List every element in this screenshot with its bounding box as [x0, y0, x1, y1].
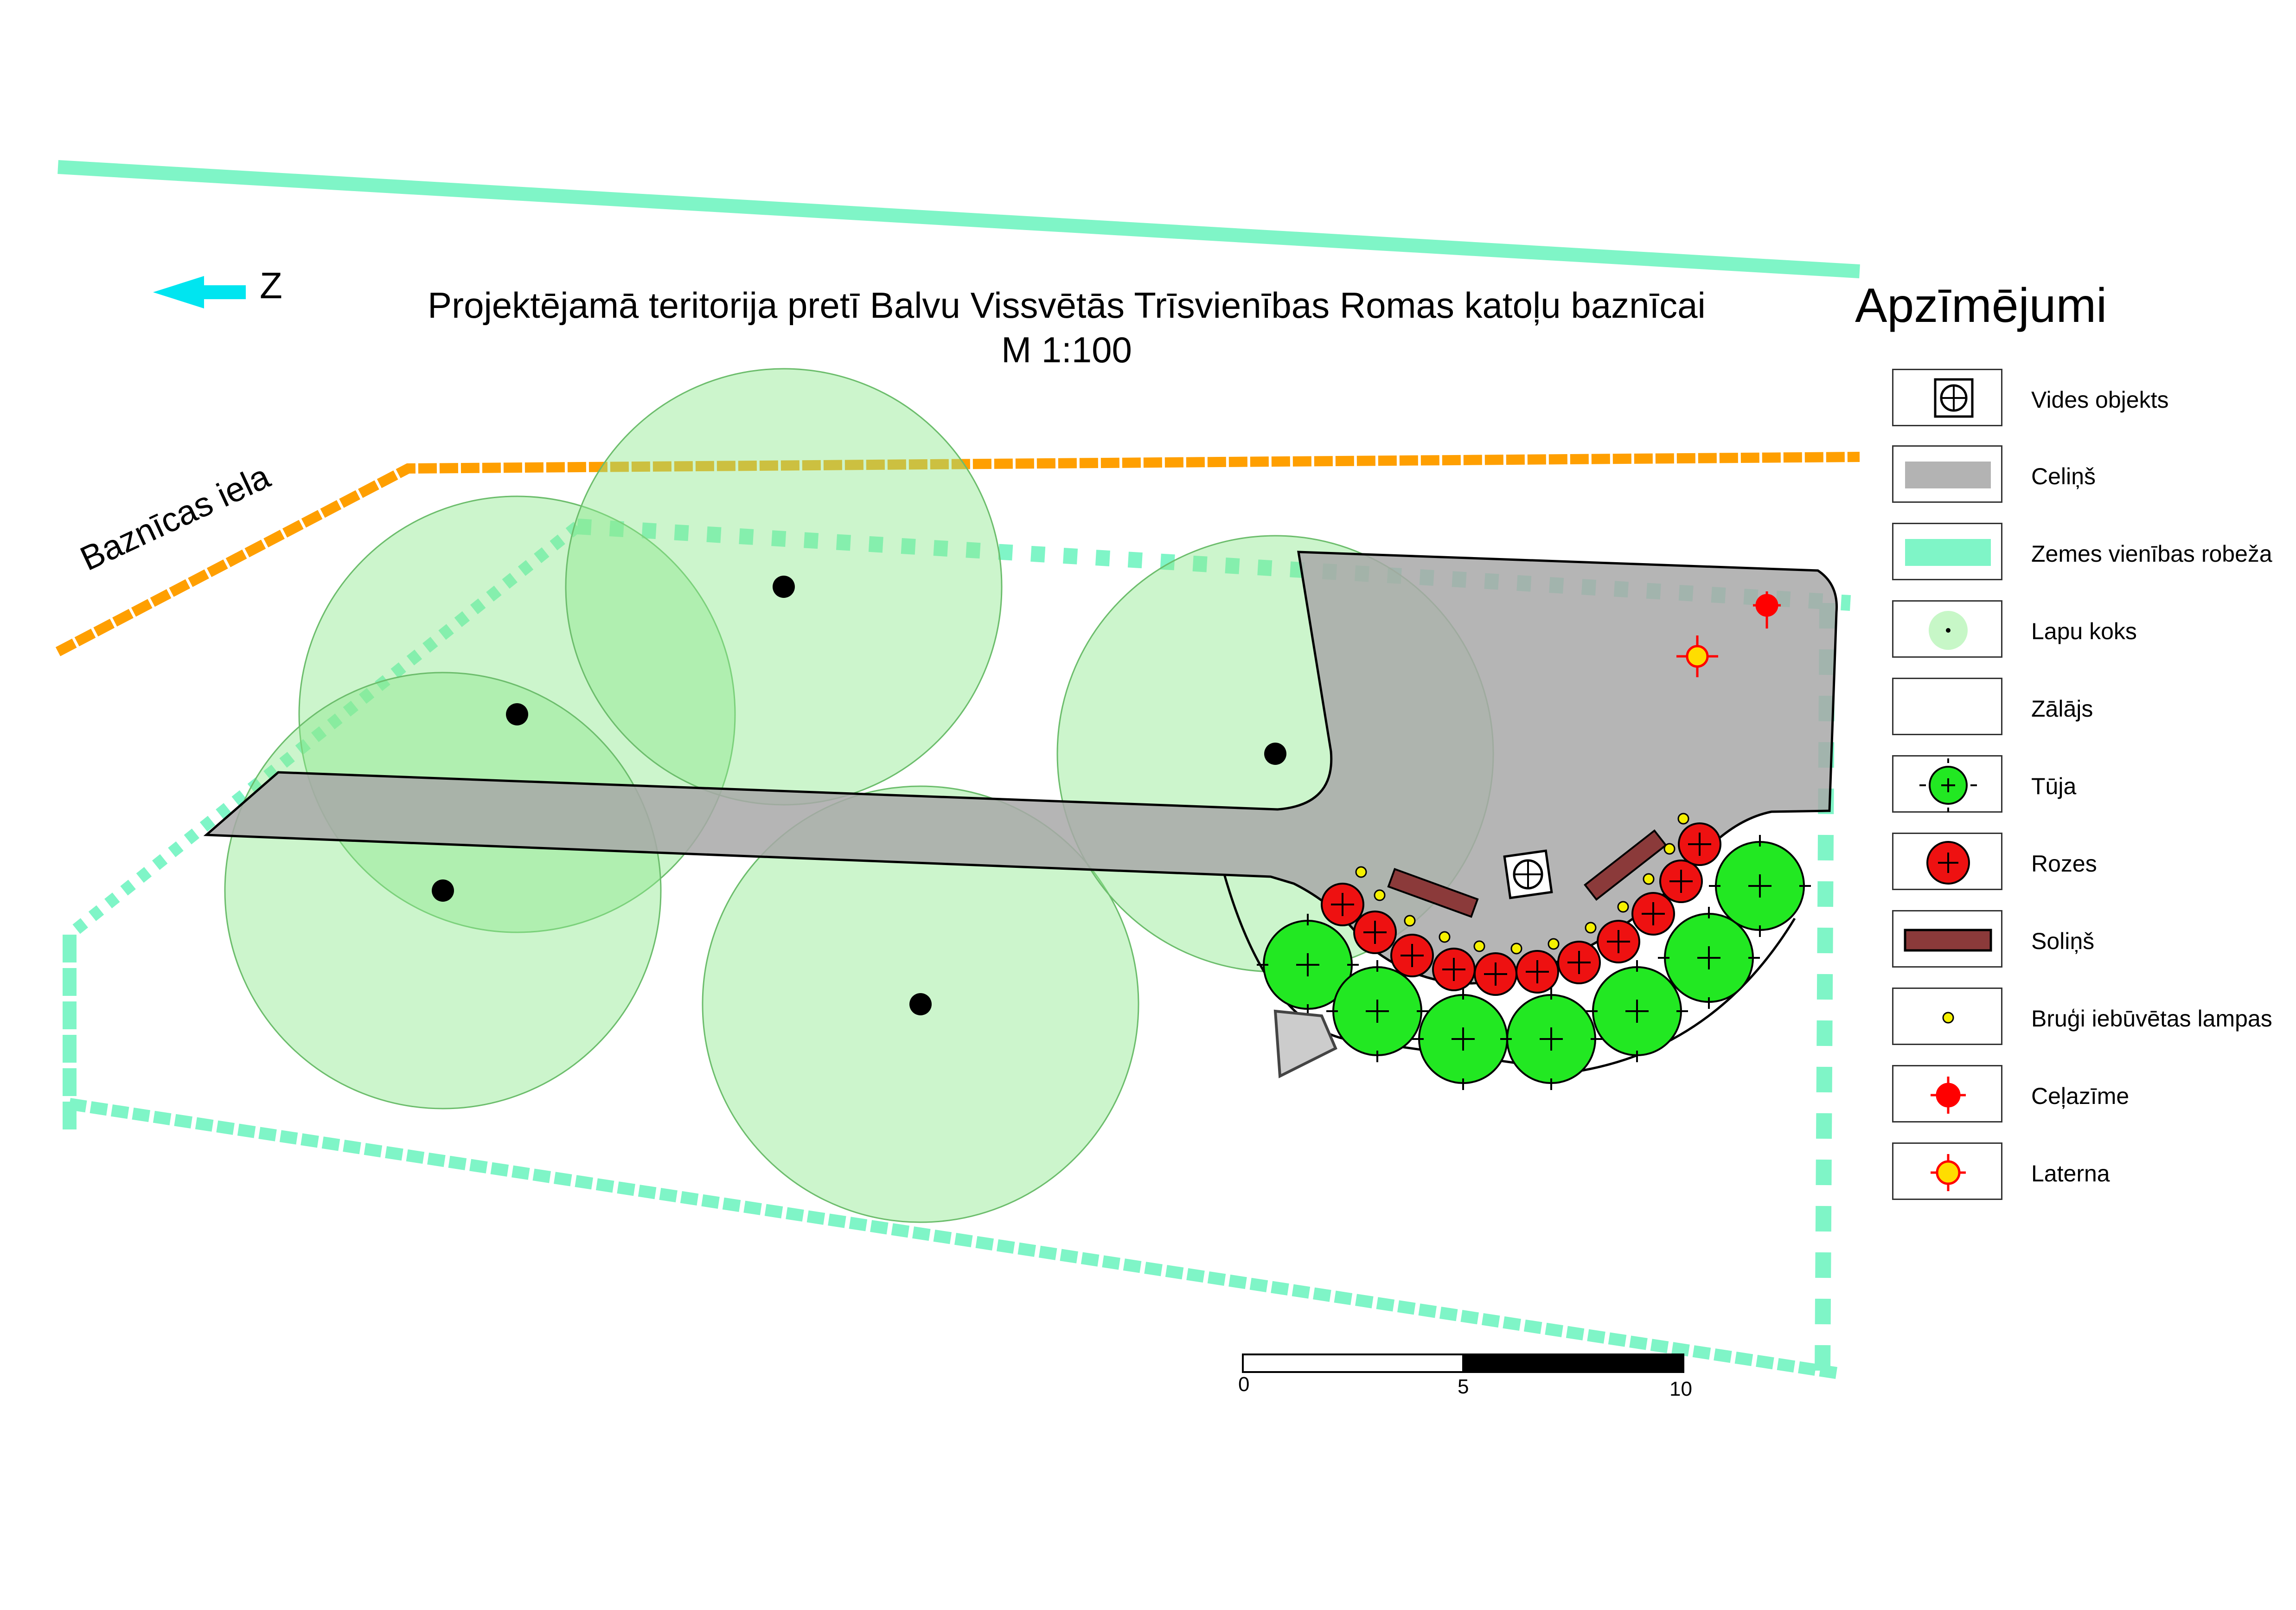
- legend-label: Tūja: [2031, 773, 2077, 799]
- thuja: [1500, 988, 1602, 1090]
- laterna-icon: [1931, 1154, 1966, 1191]
- legend-item-solins: Soliņš: [1892, 910, 2291, 970]
- thuja: [1586, 960, 1688, 1062]
- legend-label: Soliņš: [2031, 928, 2095, 954]
- legend-item-lampa: Bruģi iebūvētas lampas: [1892, 988, 2291, 1048]
- solins-icon: [1904, 929, 1992, 952]
- land-boundary: [63, 519, 1851, 1379]
- scale-label-5: 5: [1458, 1375, 1469, 1398]
- rose: [1557, 941, 1601, 984]
- tree-trunks: [432, 576, 1286, 1015]
- rozes-icon: [1926, 841, 1970, 885]
- rose: [1516, 950, 1559, 994]
- rose: [1353, 911, 1397, 954]
- bench: [1584, 829, 1667, 901]
- tuja-icon: [1919, 758, 1977, 812]
- rose: [1631, 892, 1675, 936]
- lapu-koks-icon: [1929, 611, 1968, 650]
- road-sign: [1753, 591, 1781, 629]
- legend-label: Lapu koks: [2031, 618, 2137, 644]
- roses: [1321, 822, 1721, 996]
- legend-label: Celiņš: [2031, 463, 2096, 489]
- legend-label: Ceļazīme: [2031, 1083, 2130, 1109]
- map-title-line2: M 1:100: [1001, 329, 1132, 370]
- legend-item-celazime: Ceļazīme: [1892, 1065, 2291, 1125]
- rose: [1432, 948, 1476, 991]
- legend-label: Rozes: [2031, 851, 2097, 877]
- north-label: Z: [260, 265, 282, 306]
- rose: [1390, 934, 1434, 977]
- rose: [1474, 952, 1517, 996]
- lantern: [1676, 635, 1718, 677]
- legend-label: Vides objekts: [2031, 387, 2169, 413]
- street-line: [55, 452, 1860, 656]
- celazime-icon: [1931, 1077, 1966, 1114]
- legend-label: Zemes vienības robeža: [2031, 541, 2272, 567]
- rose: [1678, 822, 1721, 866]
- thuja: [1412, 988, 1514, 1090]
- legend-item-robeza: Zemes vienības robeža: [1892, 523, 2291, 583]
- vides-objekts: [1503, 849, 1553, 899]
- rose: [1597, 920, 1640, 963]
- robeza-swatch: [1905, 539, 1991, 566]
- legend-label: Zālājs: [2031, 696, 2093, 722]
- bench: [1387, 868, 1479, 918]
- lampa-icon: [1942, 1012, 1954, 1024]
- legend-label: Laterna: [2031, 1161, 2110, 1187]
- scale-label-10: 10: [1669, 1378, 1692, 1400]
- north-arrow-icon: [153, 276, 246, 308]
- stone-feature: [1273, 1009, 1337, 1078]
- legend-item-laterna: Laterna: [1892, 1142, 2291, 1203]
- legend-item-vides-objekts: Vides objekts: [1892, 369, 2291, 429]
- legend-label: Bruģi iebūvētas lampas: [2031, 1006, 2272, 1032]
- legend-item-tuja: Tūja: [1892, 755, 2291, 815]
- legend-title: Apzīmējumi: [1855, 279, 2107, 333]
- benches: [1387, 829, 1667, 918]
- thujas: [1257, 835, 1811, 1090]
- zalajs-swatch: [1892, 678, 2002, 735]
- thuja: [1658, 907, 1760, 1009]
- rose: [1659, 860, 1703, 903]
- legend-item-celins: Celiņš: [1892, 445, 2291, 506]
- scale-label-0: 0: [1238, 1373, 1250, 1396]
- map-title: Projektējamā teritorija pretī Balvu Viss…: [417, 283, 1716, 372]
- legend-item-zalajs: Zālājs: [1892, 678, 2291, 738]
- map-title-line1: Projektējamā teritorija pretī Balvu Viss…: [428, 285, 1706, 326]
- thuja: [1709, 835, 1811, 937]
- rose: [1321, 883, 1364, 926]
- legend-item-lapu-koks: Lapu koks: [1892, 600, 2291, 661]
- legend-item-rozes: Rozes: [1892, 833, 2291, 893]
- celins-swatch: [1905, 462, 1991, 488]
- scale-bar: [1242, 1353, 1684, 1373]
- thuja: [1326, 960, 1428, 1062]
- top-boundary-line: [58, 160, 1860, 278]
- thuja: [1257, 914, 1359, 1016]
- paving-lamps: [1355, 813, 1689, 955]
- vides-objekts-icon: [1934, 378, 1974, 418]
